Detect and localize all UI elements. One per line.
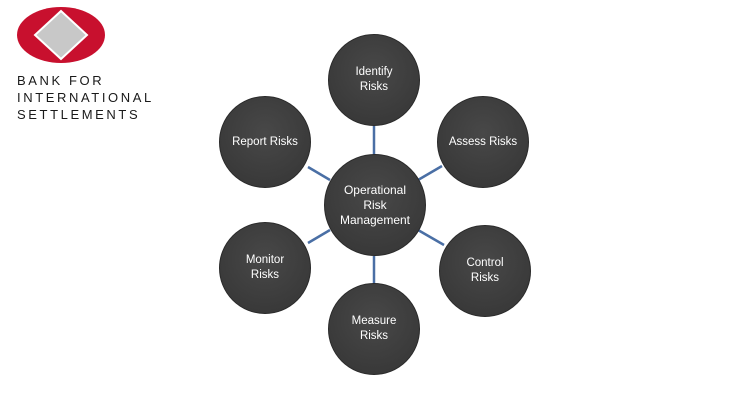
bis-logo-icon xyxy=(17,7,105,63)
node-label: Control Risks xyxy=(466,257,504,284)
logo-line-3: SETTLEMENTS xyxy=(17,107,141,122)
connector-monitor xyxy=(307,228,331,245)
connector-assess xyxy=(417,164,443,182)
node-report-risks: Report Risks xyxy=(219,96,311,188)
logo-wordmark: BANK FOR INTERNATIONAL SETTLEMENTS xyxy=(17,72,167,123)
node-measure-risks: Measure Risks xyxy=(328,283,420,375)
center-label: Operational Risk Management xyxy=(339,182,411,227)
logo-line-2: INTERNATIONAL xyxy=(17,90,154,105)
logo-diamond xyxy=(33,9,89,61)
connector-report xyxy=(307,165,331,182)
logo-line-1: BANK FOR xyxy=(17,73,105,88)
node-center-operational-risk-management: Operational Risk Management xyxy=(324,154,426,256)
node-label: Assess Risks xyxy=(448,135,518,148)
node-label: Identify Risks xyxy=(355,66,393,93)
node-label: Measure Risks xyxy=(351,315,397,342)
connector-control xyxy=(417,228,445,247)
node-monitor-risks: Monitor Risks xyxy=(219,222,311,314)
node-identify-risks: Identify Risks xyxy=(328,34,420,126)
node-control-risks: Control Risks xyxy=(439,225,531,317)
node-assess-risks: Assess Risks xyxy=(437,96,529,188)
node-label: Report Risks xyxy=(232,135,298,148)
node-label: Monitor Risks xyxy=(245,254,285,281)
